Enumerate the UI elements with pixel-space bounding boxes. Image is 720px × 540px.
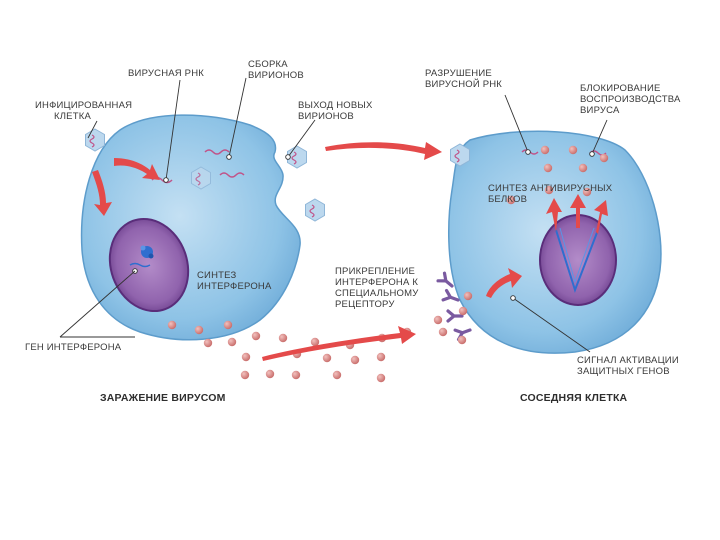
leader-lines xyxy=(59,77,608,353)
interferon-gene-dna xyxy=(129,245,154,268)
label-infected-cell: ИНФИЦИРОВАННАЯ КЛЕТКА xyxy=(35,100,135,122)
label-new-virions-exit: ВЫХОД НОВЫХ ВИРИОНОВ xyxy=(298,100,375,122)
label-interferon-synthesis: СИНТЕЗ ИНТЕРФЕРОНА xyxy=(197,270,272,292)
label-activation-signal: СИГНАЛ АКТИВАЦИИ ЗАЩИТНЫХ ГЕНОВ xyxy=(577,355,682,377)
label-virion-assembly: СБОРКА ВИРИОНОВ xyxy=(248,59,304,81)
neighbor-nucleus xyxy=(539,214,617,306)
label-viral-rna: ВИРУСНАЯ РНК xyxy=(128,68,204,79)
label-interferon-gene: ГЕН ИНТЕРФЕРОНА xyxy=(25,342,122,353)
label-receptor-binding: ПРИКРЕПЛЕНИЕ ИНТЕРФЕРОНА К СПЕЦИАЛЬНОМУ … xyxy=(335,266,421,310)
caption-neighbor-cell: СОСЕДНЯЯ КЛЕТКА xyxy=(520,392,628,404)
antiviral-arrows xyxy=(546,194,608,234)
caption-infection: ЗАРАЖЕНИЕ ВИРУСОМ xyxy=(100,392,226,404)
label-rna-destruction: РАЗРУШЕНИЕ ВИРУСНОЙ РНК xyxy=(425,68,502,90)
label-replication-block: БЛОКИРОВАНИЕ ВОСПРОИЗВОДСТВА ВИРУСА xyxy=(580,83,683,116)
label-antiviral-synthesis: СИНТЕЗ АНТИВИРУСНЫХ БЕЛКОВ xyxy=(488,183,615,205)
neighbor-cell xyxy=(448,130,662,354)
process-arrows xyxy=(92,142,522,361)
infected-cell xyxy=(80,114,301,341)
